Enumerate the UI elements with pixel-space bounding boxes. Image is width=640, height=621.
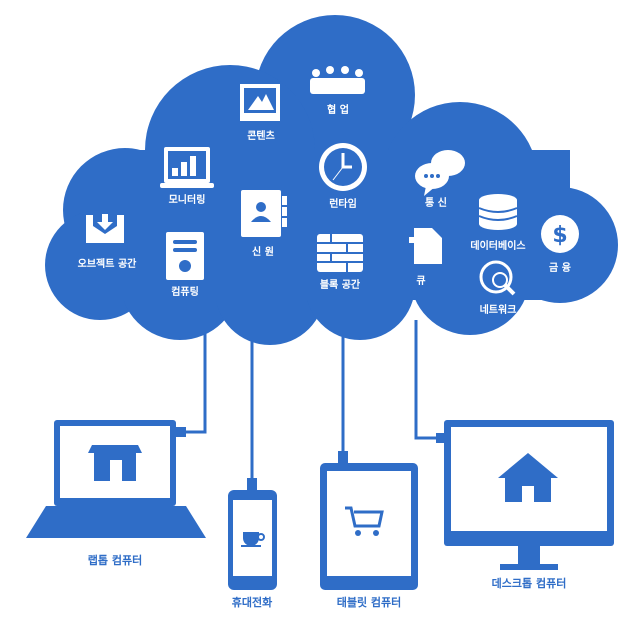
server-icon: [166, 232, 204, 280]
document-icon: [409, 228, 442, 264]
label-mobile-phone: 휴대전화: [232, 595, 272, 609]
label-communication: 통 신: [425, 196, 447, 209]
label-runtime: 런타임: [329, 197, 357, 210]
database-icon: [478, 194, 518, 230]
label-computing: 컴퓨팅: [171, 285, 199, 298]
brick-wall-icon: [317, 234, 363, 272]
store-icon: [88, 445, 142, 481]
home-icon: [498, 453, 558, 502]
connectors: [176, 427, 446, 490]
label-block-storage: 블록 공간: [320, 278, 361, 291]
meeting-icon: [310, 66, 365, 94]
label-laptop: 랩톱 컴퓨터: [88, 553, 142, 567]
label-desktop: 데스크톱 컴퓨터: [492, 576, 567, 590]
connection-lines: [182, 320, 442, 482]
image-icon: [240, 84, 280, 121]
label-network: 네트워크: [480, 303, 517, 316]
dollar-icon: $: [541, 215, 579, 253]
download-tray-icon: [86, 212, 124, 243]
shopping-cart-icon: [345, 506, 384, 536]
label-database: 데이터베이스: [470, 239, 525, 252]
tablet-device: [320, 463, 418, 590]
monitor-chart-icon: [160, 147, 214, 188]
label-collaboration: 협 업: [327, 103, 349, 116]
label-object-storage: 오브젝트 공간: [78, 257, 137, 270]
globe-search-icon: [479, 260, 516, 296]
label-monitoring: 모니터링: [169, 193, 206, 206]
svg-text:$: $: [552, 223, 567, 248]
contact-book-icon: [241, 190, 287, 237]
clock-icon: [319, 143, 367, 191]
label-identity: 신 원: [252, 245, 274, 258]
label-finance: 금 융: [549, 262, 571, 274]
chat-bubbles-icon: [415, 150, 465, 196]
label-tablet: 태블릿 컴퓨터: [337, 595, 402, 609]
laptop-device: [26, 420, 206, 538]
coffee-cup-icon: [241, 532, 265, 547]
desktop-device: [444, 420, 614, 570]
phone-device: [228, 490, 277, 590]
label-content: 콘텐츠: [247, 129, 275, 142]
label-queue: 큐: [416, 275, 425, 287]
